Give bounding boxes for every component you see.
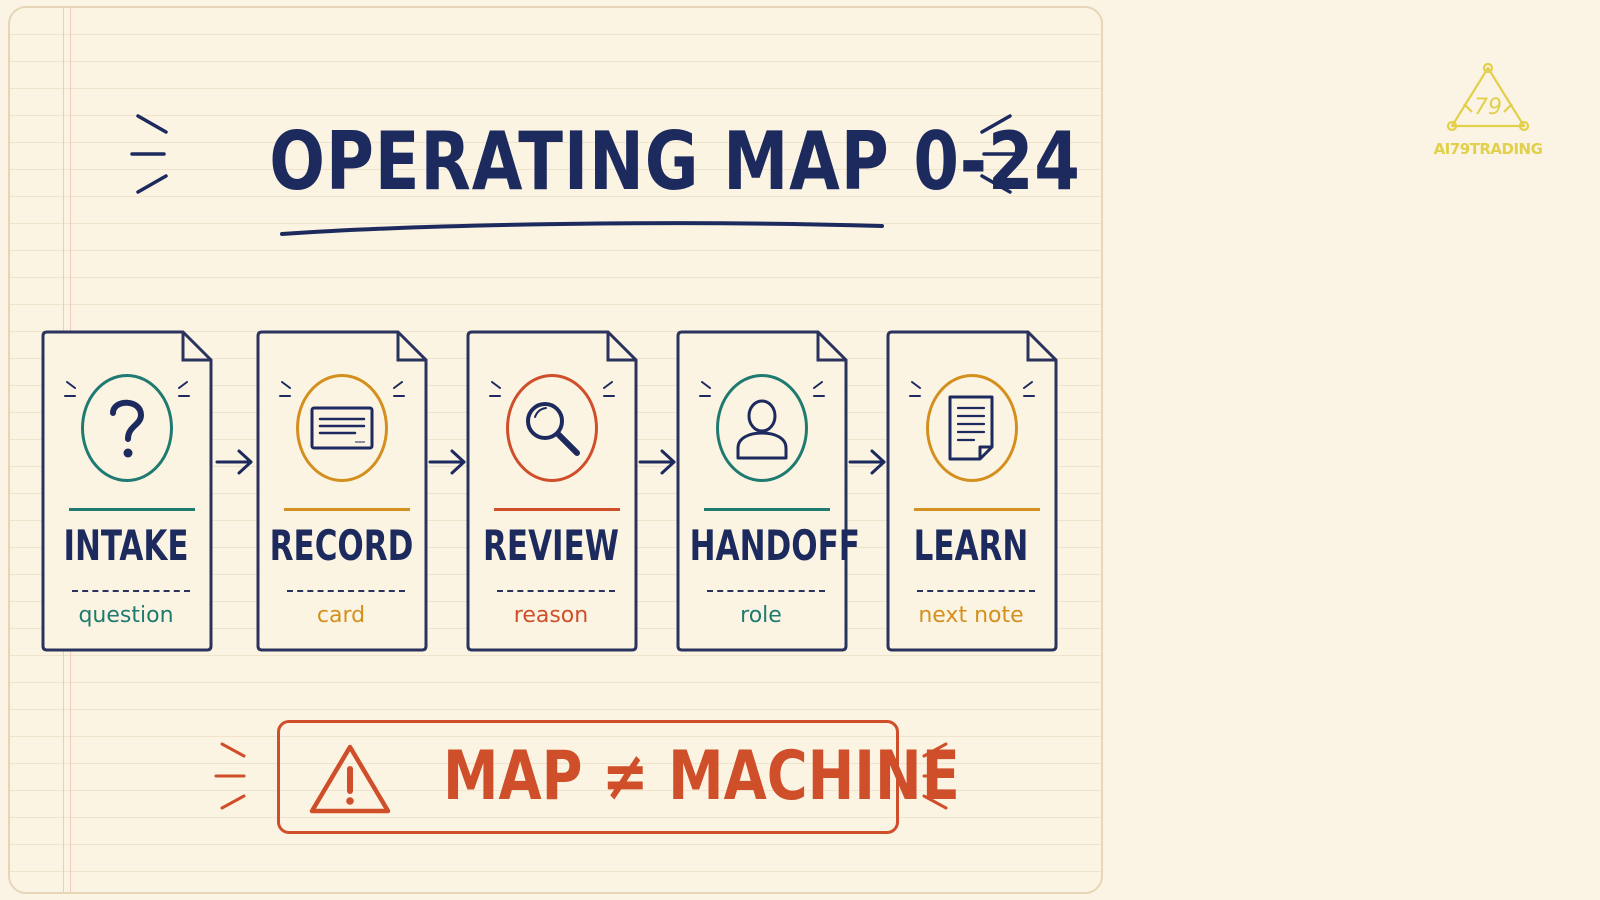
spark-lines-icon [489,381,615,397]
step-card-intake: INTAKE question [39,328,213,654]
step-rule [494,508,620,511]
brand-logo: 79 AI79TRADING [1428,60,1548,170]
step-subtitle: question [78,603,174,628]
arrow-right-icon [428,449,466,475]
warning-banner: MAP ≠ MACHINE [277,720,960,834]
icon-circle [296,374,388,482]
brand-logo-number: 79 [1474,95,1502,120]
step-dash [497,590,615,592]
icon-circle [506,374,598,482]
warning-triangle-icon [309,744,391,814]
spark-lines-icon [909,381,1035,397]
step-card-review: REVIEW reason [464,328,638,654]
step-dash [72,590,190,592]
warning-burst-left-icon [214,742,246,810]
step-subtitle: next note [918,603,1024,628]
step-label: REVIEW [483,521,619,570]
title-burst-left-icon [130,114,168,194]
step-subtitle: reason [513,603,589,628]
step-card-record: RECORD card [254,328,428,654]
arrow-right-icon [215,449,253,475]
icon-circle [926,374,1018,482]
step-card-learn: LEARN next note [884,328,1058,654]
person-icon [736,399,788,460]
step-label: HANDOFF [689,521,860,570]
spark-lines-icon [64,381,190,397]
step-subtitle: card [316,603,366,628]
icon-circle [81,374,173,482]
step-label: RECORD [269,521,414,570]
title-underline [280,221,884,236]
warning-burst-right-icon [922,742,954,810]
step-subtitle: role [740,603,782,628]
question-mark-icon [110,399,145,458]
arrow-right-icon [638,449,676,475]
magnifier-icon [526,402,580,456]
step-dash [707,590,825,592]
page-title: OPERATING MAP 0-24 [269,115,1081,208]
icon-circle [716,374,808,482]
step-rule [914,508,1040,511]
card-icon [310,406,374,450]
step-label: LEARN [913,521,1029,570]
warning-text: MAP ≠ MACHINE [443,737,960,816]
step-rule [69,508,195,511]
step-label: INTAKE [63,521,189,570]
step-rule [704,508,830,511]
spark-lines-icon [279,381,405,397]
step-dash [287,590,405,592]
spark-lines-icon [699,381,825,397]
document-icon [948,395,994,461]
title-burst-right-icon [980,114,1018,194]
brand-name: AI79TRADING [1433,140,1543,158]
brand-logo-icon: 79 [1446,62,1530,132]
step-card-handoff: HANDOFF role [674,328,860,654]
notebook-board: OPERATING MAP 0-24 INTAKE [8,6,1103,894]
step-dash [917,590,1035,592]
arrow-right-icon [848,449,886,475]
step-rule [284,508,410,511]
